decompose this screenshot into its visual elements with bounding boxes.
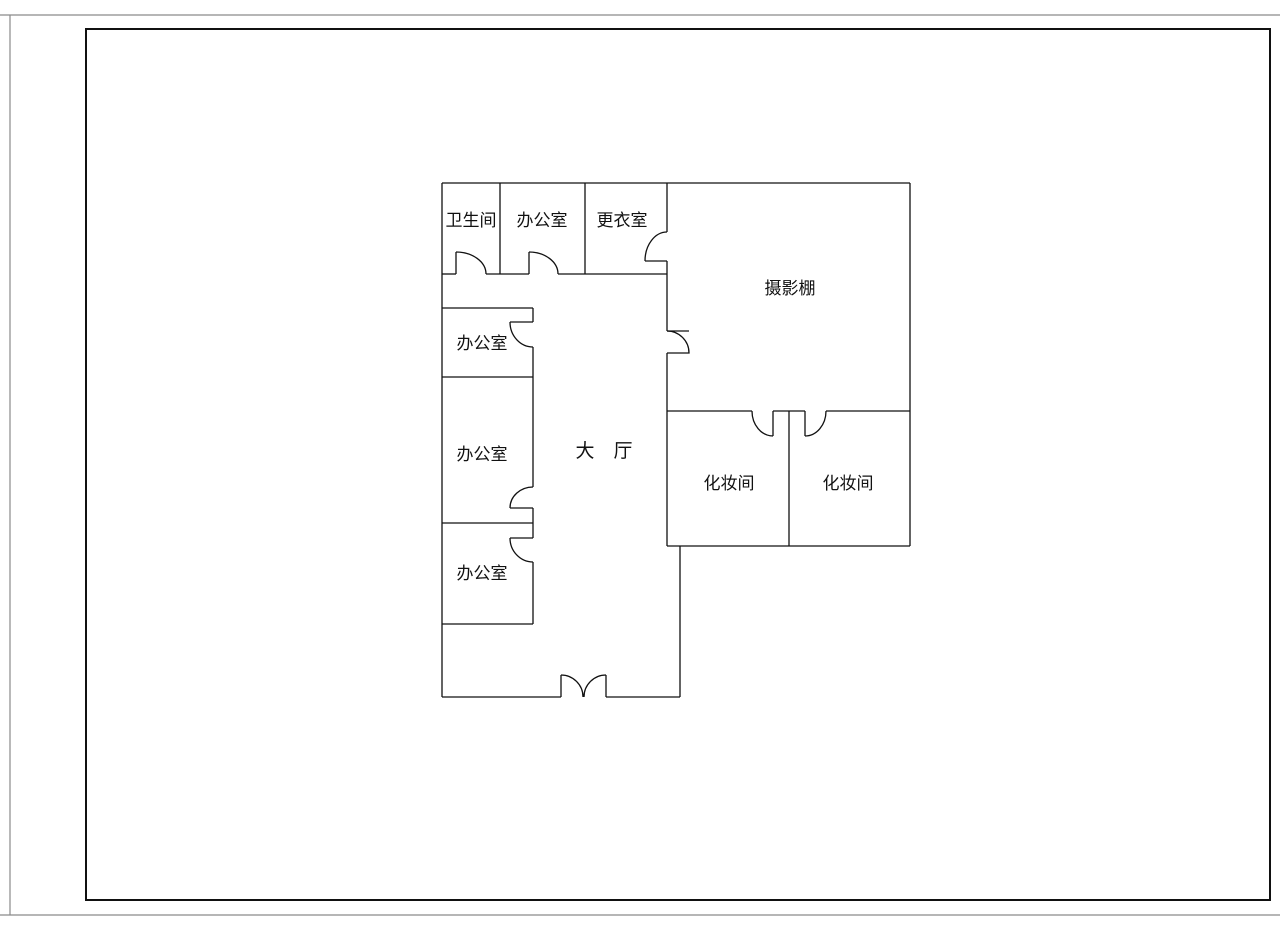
label-makeup-room-1: 化妆间	[704, 474, 755, 494]
makeup-room-2-door	[804, 410, 827, 437]
room-labels: 卫生间 办公室 更衣室 摄影棚 办公室 办公室 办公室 大 厅 化妆间 化妆间	[446, 211, 874, 584]
studio-side-door	[666, 330, 690, 354]
changing-room-door	[644, 231, 668, 262]
restroom-door	[455, 251, 487, 275]
entrance-door-left	[560, 674, 584, 698]
label-office-upper-left: 办公室	[457, 334, 508, 354]
label-office-mid-left: 办公室	[457, 445, 508, 465]
door-swings	[455, 231, 827, 698]
label-hall: 大 厅	[575, 440, 632, 462]
label-studio: 摄影棚	[765, 279, 816, 299]
office-upper-left-door	[509, 321, 534, 348]
office-lower-left-door	[509, 537, 534, 563]
label-restroom: 卫生间	[446, 211, 497, 231]
label-office-top: 办公室	[517, 211, 568, 231]
makeup-room-1-door	[751, 410, 774, 437]
office-top-door	[528, 251, 559, 275]
drawing-frame	[85, 28, 1271, 901]
label-office-lower-left: 办公室	[457, 564, 508, 584]
label-makeup-room-2: 化妆间	[823, 474, 874, 494]
office-mid-left-door	[509, 486, 534, 509]
walls	[441, 182, 911, 698]
label-changing-room: 更衣室	[597, 211, 648, 231]
entrance-door-right	[583, 674, 607, 698]
